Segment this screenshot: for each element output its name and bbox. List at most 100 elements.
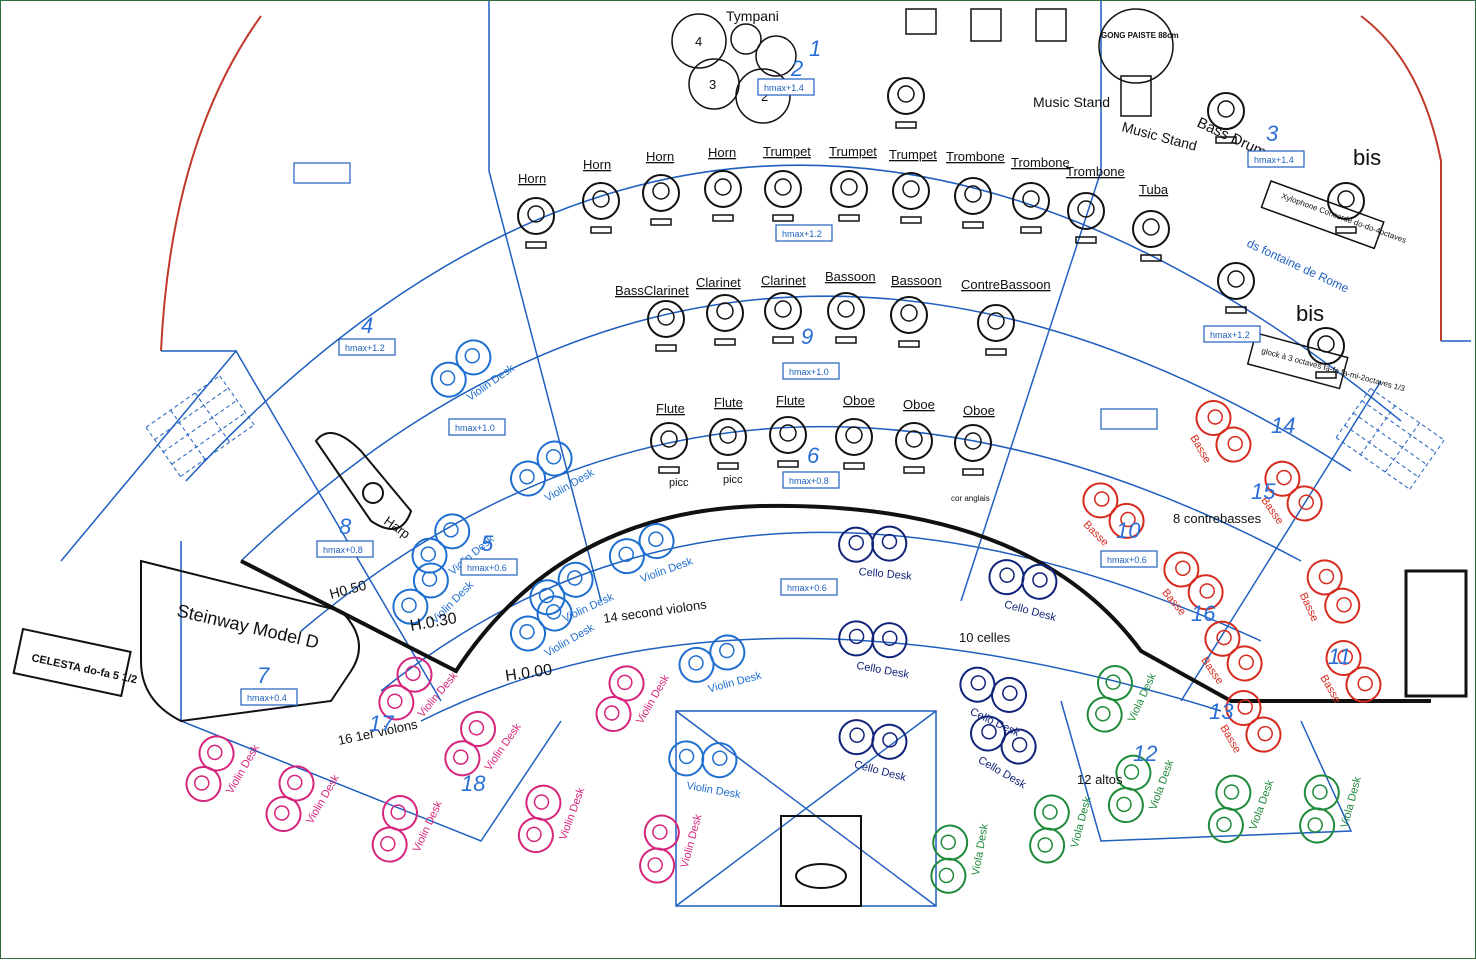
riser-number: 16 — [1191, 601, 1216, 626]
string-desk: Violin Desk — [423, 328, 517, 417]
musician-icon — [888, 78, 924, 128]
string-desk: Violin Desk — [363, 781, 445, 874]
brass-label-5: Trumpet — [763, 144, 811, 159]
musician-icon — [955, 178, 991, 228]
desk-label: Basse — [1198, 655, 1225, 687]
riser-number: 14 — [1271, 413, 1295, 438]
desk-label: Basse — [1159, 587, 1188, 618]
ww-front-label-4: Oboe — [843, 393, 875, 408]
height-box-label: hmax+0.6 — [1107, 555, 1147, 565]
picc-label-2: picc — [723, 474, 743, 486]
contrebasses-count: 8 contrebasses — [1173, 511, 1262, 526]
ww-front-label-6: Oboe — [963, 403, 995, 418]
desk-label: Violin Desk — [543, 622, 597, 660]
height-box-label: hmax+0.6 — [467, 563, 507, 573]
desk-label: Violin Desk — [304, 772, 342, 826]
height-box-label: hmax+1.4 — [1254, 155, 1294, 165]
string-desk: Cello Desk — [836, 522, 916, 582]
music-stand-label-2: Music Stand — [1120, 118, 1199, 153]
empty-marker-box — [294, 163, 350, 183]
desk-label: Cello Desk — [1003, 599, 1058, 624]
fontaine-label: ds fontaine de Rome — [1245, 236, 1352, 296]
height-box-label: hmax+0.4 — [247, 693, 287, 703]
height-h000: H.0.00 — [504, 662, 553, 685]
string-desk: Viola Desk — [1292, 764, 1364, 850]
height-box-label: hmax+0.6 — [787, 583, 827, 593]
brass-label-8: Trombone — [946, 149, 1005, 164]
second-violins-count: 14 second violons — [602, 597, 708, 626]
empty-marker-box — [1101, 409, 1157, 429]
conductor-podium-icon — [781, 816, 861, 906]
timpani-group — [672, 14, 796, 123]
riser-number: 5 — [481, 531, 494, 556]
string-desk: Violin Desk — [510, 771, 587, 862]
timpani-drum-4: 4 — [695, 34, 702, 49]
height-box-label: hmax+0.8 — [323, 545, 363, 555]
riser-number: 13 — [1209, 699, 1234, 724]
desk-label: Violin Desk — [465, 362, 517, 404]
desk-label: Violin Desk — [224, 742, 262, 796]
string-desk: Viola Desk — [1078, 653, 1159, 744]
musician-icon — [710, 419, 746, 469]
stair-grid-icon — [146, 376, 254, 477]
altos-count: 12 altos — [1077, 772, 1123, 787]
ww-back-label-3: Clarinet — [761, 273, 806, 288]
desk-label: Basse — [1217, 723, 1243, 755]
musician-icon — [891, 297, 927, 347]
musician-icon — [583, 183, 619, 233]
desk-label: Violin Desk — [685, 780, 742, 801]
string-desk: Violin Desk — [587, 651, 672, 745]
riser-number: 12 — [1133, 741, 1157, 766]
brass-label-1: Horn — [518, 171, 546, 186]
ww-back-label-6: ContreBassoon — [961, 277, 1051, 292]
ww-back-label-4: Bassoon — [825, 269, 876, 284]
musician-icon — [1013, 183, 1049, 233]
string-desk: Basse — [1288, 553, 1365, 637]
ww-front-label-5: Oboe — [903, 397, 935, 412]
timpani-label: Tympani — [726, 8, 779, 24]
gong-icon — [1099, 9, 1173, 83]
string-desk: Viola Desk — [1022, 784, 1094, 870]
height-box-label: hmax+1.0 — [455, 423, 495, 433]
riser-number: 18 — [461, 771, 486, 796]
brass-label-10: Trombone — [1066, 164, 1125, 179]
desk-label: Basse — [1081, 519, 1111, 549]
ww-back-label-5: Bassoon — [891, 273, 942, 288]
musician-icon — [765, 293, 801, 343]
timpani-drum-3: 3 — [709, 77, 716, 92]
string-desk: Violin Desk — [503, 430, 597, 515]
brass-label-2: Horn — [583, 157, 611, 172]
riser-number: 8 — [339, 514, 352, 539]
musician-icon — [651, 423, 687, 473]
desk-label: Basse — [1297, 591, 1321, 624]
desk-label: Violin Desk — [634, 672, 672, 726]
music-stand-label: Music Stand — [1033, 94, 1110, 110]
desk-label: Basse — [1187, 433, 1213, 465]
desk-label: Cello Desk — [855, 660, 910, 681]
conductor-icon — [796, 864, 846, 888]
desk-label: Violin Desk — [679, 813, 705, 870]
desk-label: Violin Desk — [482, 721, 524, 773]
brass-label-3: Horn — [646, 149, 674, 164]
desk-label: Cello Desk — [853, 759, 908, 784]
harp-icon — [316, 433, 411, 529]
string-desk: Violin Desk — [632, 802, 704, 891]
bis-label-2: bis — [1296, 301, 1324, 326]
musician-icon — [648, 301, 684, 351]
woodwinds-front-row: Flute Flute Flute Oboe Oboe Oboe — [656, 393, 995, 418]
riser-number: 3 — [1266, 121, 1279, 146]
desk-label: Violin Desk — [557, 786, 587, 842]
riser-number: 7 — [257, 663, 270, 688]
height-box-label: hmax+1.0 — [789, 367, 829, 377]
ww-front-label-2: Flute — [714, 395, 743, 410]
desk-label: Viola Desk — [1247, 778, 1276, 832]
musician-icon — [1133, 211, 1169, 261]
musician-icon — [831, 171, 867, 221]
riser-number: 11 — [1328, 644, 1351, 669]
height-box-label: hmax+1.2 — [782, 229, 822, 239]
gong-label: GONG PAISTE 88cm — [1101, 31, 1179, 40]
string-desk: Cello Desk — [982, 552, 1069, 624]
musician-icon — [765, 171, 801, 221]
ww-front-label-1: Flute — [656, 401, 685, 416]
